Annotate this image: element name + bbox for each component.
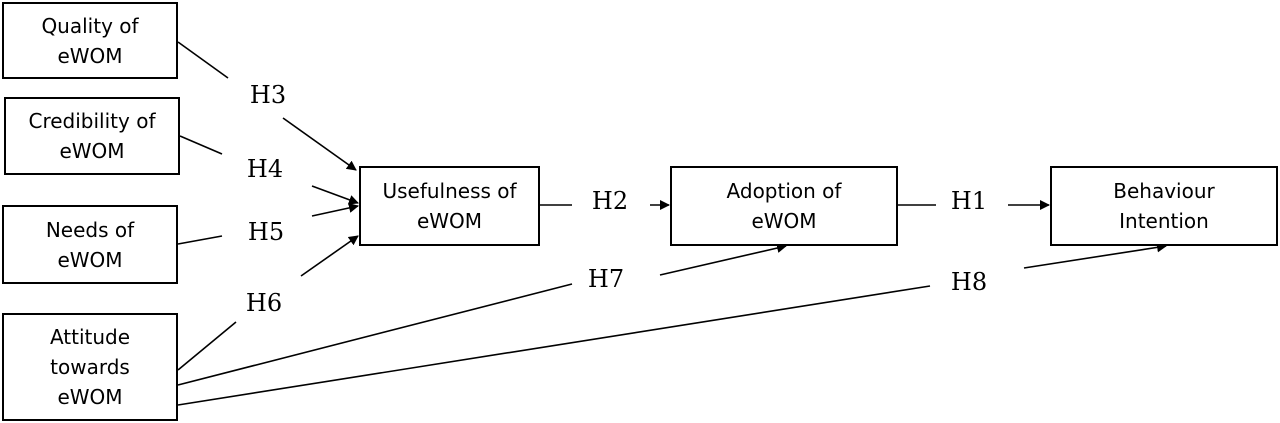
label-h3: H3	[247, 81, 289, 109]
path-h4-head	[311, 185, 359, 205]
path-h3-head	[282, 117, 357, 171]
path-h5-tail	[177, 235, 223, 245]
node-attitude-towards-ewom: Attitude towards eWOM	[2, 313, 178, 421]
node-needs-of-ewom: Needs of eWOM	[2, 205, 178, 284]
node-usefulness-of-ewom: Usefulness of eWOM	[359, 166, 540, 246]
label-h8: H8	[948, 268, 990, 296]
path-h6-tail	[177, 321, 237, 371]
path-h7-tail	[177, 283, 573, 386]
label-h4: H4	[244, 155, 286, 183]
path-h5-head	[311, 203, 359, 217]
label-h2: H2	[589, 187, 631, 215]
label-h1: H1	[948, 187, 990, 215]
path-h4-tail	[179, 135, 223, 155]
label-h7: H7	[585, 265, 627, 293]
path-h7-head	[659, 243, 787, 276]
path-h8-head	[1023, 242, 1167, 269]
node-credibility-of-ewom: Credibility of eWOM	[4, 97, 180, 175]
label-h5: H5	[245, 218, 287, 246]
node-quality-of-ewom: Quality of eWOM	[2, 2, 178, 79]
path-h6-head	[300, 235, 359, 277]
label-h6: H6	[243, 289, 285, 317]
path-h3-tail	[177, 41, 229, 79]
node-behaviour-intention: Behaviour Intention	[1050, 166, 1278, 246]
node-adoption-of-ewom: Adoption of eWOM	[670, 166, 898, 246]
path-h8-tail	[177, 285, 931, 406]
